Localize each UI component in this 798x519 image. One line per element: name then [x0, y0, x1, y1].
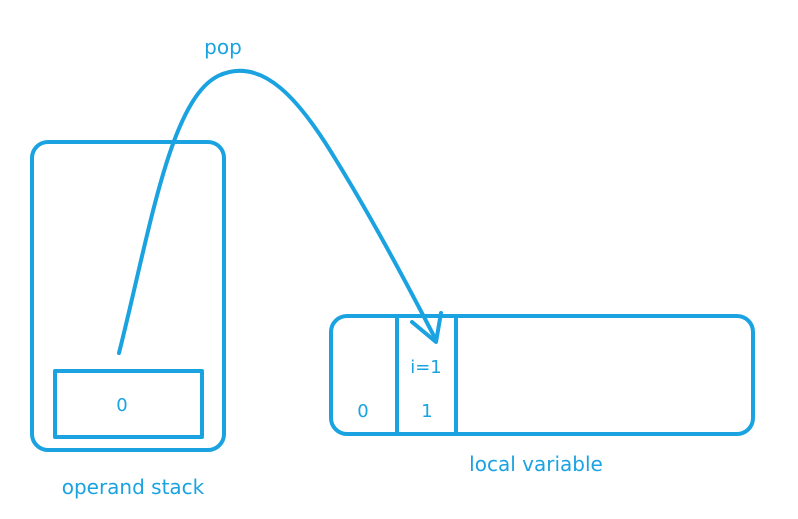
pop-arrow [117, 68, 438, 355]
pop-label: pop [204, 35, 242, 59]
operand-stack-label: operand stack [62, 475, 205, 499]
operand-stack-cell-value: 0 [116, 395, 127, 416]
pop-arrowhead-icon [410, 311, 443, 344]
local-variable-box [329, 314, 755, 436]
operand-stack-box [30, 140, 226, 452]
local-variable-slot-1-index: 1 [421, 401, 432, 422]
local-variable-slot-0-index: 0 [357, 401, 368, 422]
operand-stack-cell [53, 369, 204, 439]
local-variable-slot-1-value: i=1 [410, 357, 442, 378]
local-variable-label: local variable [469, 452, 603, 476]
